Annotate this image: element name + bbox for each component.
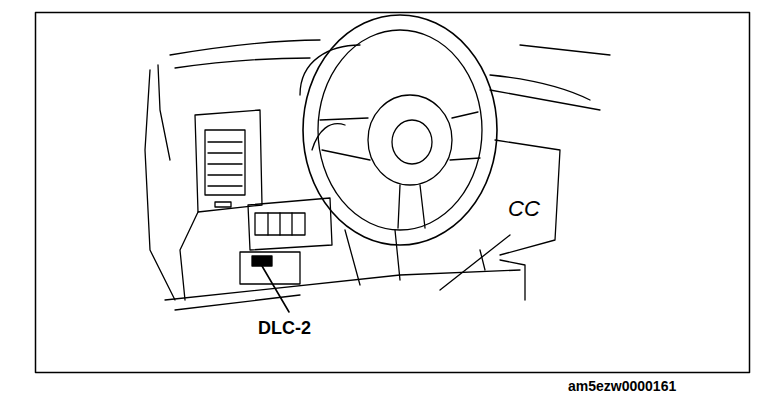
dash-top-line bbox=[490, 75, 590, 100]
center-panel bbox=[195, 110, 262, 212]
steering-column bbox=[345, 230, 400, 285]
right-dash-panel bbox=[495, 140, 560, 255]
horn-pad bbox=[392, 120, 432, 164]
dash-top-line bbox=[175, 58, 310, 68]
right-dash-line bbox=[500, 260, 525, 300]
air-vent-slats bbox=[208, 142, 242, 186]
steering-wheel-rim-inner bbox=[318, 30, 482, 230]
cluster-hood bbox=[300, 45, 360, 95]
wheel-spoke bbox=[450, 112, 480, 160]
switch-marking: CC bbox=[508, 198, 540, 220]
figure-id: am5ezw0000161 bbox=[568, 379, 676, 393]
figure-frame bbox=[36, 13, 750, 373]
switch-dividers bbox=[268, 213, 292, 235]
dlc-connector bbox=[252, 256, 272, 266]
dash-top-line bbox=[490, 90, 600, 110]
cluster-gauge bbox=[312, 124, 345, 150]
steering-hub bbox=[368, 95, 452, 185]
stalk-line bbox=[480, 250, 485, 270]
console-line bbox=[180, 212, 198, 300]
dash-top-line bbox=[170, 40, 320, 55]
vent-tab bbox=[215, 202, 231, 207]
part-label: DLC-2 bbox=[258, 319, 311, 337]
switch-bezel bbox=[248, 198, 332, 250]
steering-wheel-rim bbox=[303, 15, 497, 245]
wheel-spoke bbox=[320, 118, 370, 160]
lower-dash-line bbox=[165, 270, 520, 300]
wheel-spoke bbox=[398, 185, 425, 228]
air-vent bbox=[205, 130, 245, 195]
pillar-line bbox=[158, 65, 170, 160]
leader-line bbox=[262, 266, 289, 312]
dash-top-line bbox=[520, 45, 610, 55]
switch-panel bbox=[255, 213, 305, 235]
knee-line bbox=[440, 235, 510, 290]
